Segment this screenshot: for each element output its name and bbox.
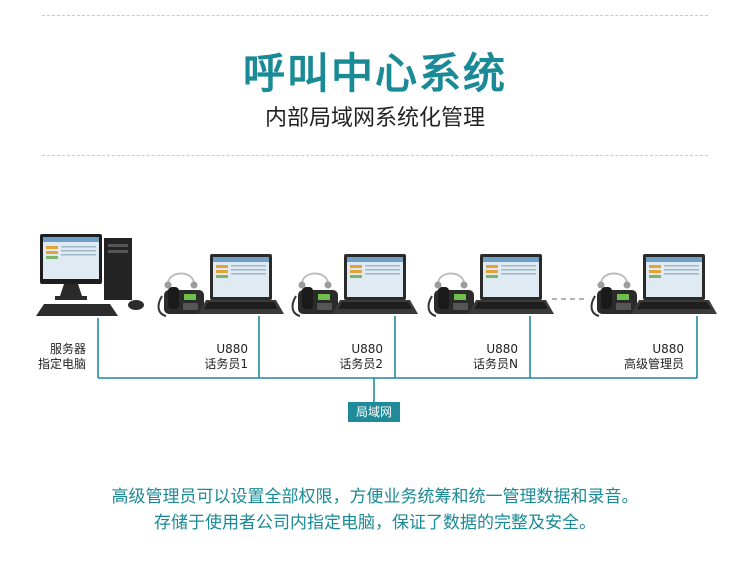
server-label-line2: 指定电脑 [37, 357, 86, 371]
admin-workstation-icon [590, 254, 717, 317]
station-model: U880 [652, 342, 684, 356]
server-label-line1: 服务器 [49, 342, 86, 356]
station-label-admin: U880 高级管理员 [596, 342, 684, 372]
network-lines [97, 316, 698, 402]
station-role: 高级管理员 [623, 357, 684, 371]
station-model: U880 [351, 342, 383, 356]
header-divider [42, 155, 708, 156]
station-role: 话务员1 [204, 357, 248, 371]
station-label-n: U880 话务员N [440, 342, 518, 372]
workstation-1-icon [157, 254, 284, 317]
station-label-2: U880 话务员2 [305, 342, 383, 372]
top-divider [42, 15, 708, 16]
server-label: 服务器 指定电脑 [20, 342, 86, 372]
workstation-n-icon [427, 254, 554, 317]
station-model: U880 [486, 342, 518, 356]
station-model: U880 [216, 342, 248, 356]
description-line-1: 高级管理员可以设置全部权限，方便业务统筹和统一管理数据和录音。 [111, 487, 639, 507]
workstation-2-icon [291, 254, 418, 317]
lan-badge: 局域网 [348, 402, 400, 422]
station-role: 话务员2 [339, 357, 383, 371]
description-line-2: 存储于使用者公司内指定电脑，保证了数据的完整及安全。 [154, 513, 596, 533]
page-subtitle: 内部局域网系统化管理 [264, 106, 485, 131]
station-label-1: U880 话务员1 [170, 342, 248, 372]
server-computer-icon [36, 234, 144, 316]
station-role: 话务员N [473, 357, 518, 371]
page-title: 呼叫中心系统 [242, 49, 507, 98]
